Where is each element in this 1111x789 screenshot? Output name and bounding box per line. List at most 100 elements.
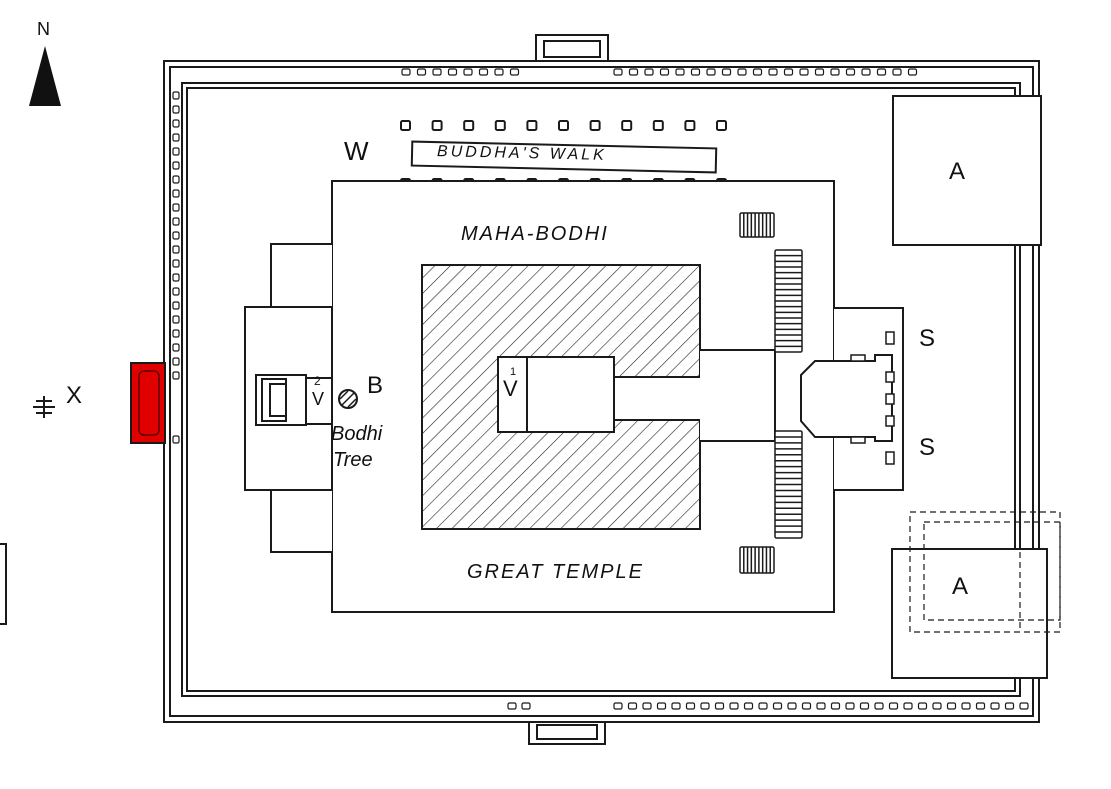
walk-post (431, 120, 443, 131)
building-a-south (891, 511, 1061, 679)
label-w: W (344, 136, 369, 166)
railing-post (903, 702, 913, 710)
temple-stairs (739, 212, 803, 574)
railing-post (830, 702, 841, 710)
label-b: B (367, 372, 384, 399)
railing-post (783, 68, 794, 76)
railing-post (172, 161, 180, 170)
label-bodhi-tree-line2: Tree (333, 449, 373, 471)
walk-post (558, 120, 569, 131)
railing-post (700, 702, 710, 710)
buddhas-walk-platform (410, 140, 718, 174)
railing-post (961, 702, 971, 710)
railing-post (172, 217, 180, 226)
railing-post (845, 702, 855, 710)
walk-post (400, 120, 411, 131)
railing-post (642, 702, 652, 710)
highlighted-west-gate (130, 362, 166, 444)
railing-posts (172, 68, 1029, 710)
railing-post (1019, 702, 1029, 710)
railing-post (478, 68, 489, 76)
railing-post (432, 68, 442, 76)
walk-post (716, 120, 727, 131)
label-v2-number: 2 (314, 374, 321, 388)
railing-post (659, 68, 670, 76)
walk-post (526, 120, 538, 131)
railing-post (859, 702, 870, 710)
railing-post (729, 702, 739, 710)
edge-fragment (0, 543, 7, 625)
railing-post (685, 702, 696, 710)
railing-post (946, 702, 957, 710)
railing-post (816, 702, 826, 710)
railing-post (172, 301, 180, 310)
railing-post (172, 147, 180, 156)
railing-post (752, 68, 763, 76)
railing-post (172, 189, 180, 198)
railing-post (758, 702, 768, 710)
railing-post (172, 315, 180, 324)
railing-post (876, 68, 887, 76)
railing-post (830, 68, 840, 76)
railing-post (644, 68, 654, 76)
south-gate (528, 721, 606, 745)
railing-post (172, 259, 180, 268)
railing-post (975, 702, 986, 710)
railing-post (799, 68, 809, 76)
railing-post (845, 68, 856, 76)
railing-post (892, 68, 902, 76)
label-great-temple: GREAT TEMPLE (467, 561, 644, 583)
label-maha-bodhi: MAHA-BODHI (461, 223, 609, 245)
railing-post (507, 702, 517, 710)
sanctum (497, 356, 703, 433)
railing-post (172, 175, 180, 184)
railing-post (917, 702, 928, 710)
railing-post (509, 68, 520, 76)
railing-post (401, 68, 411, 76)
railing-post (990, 702, 1000, 710)
railing-post (172, 105, 180, 114)
railing-post (172, 287, 180, 296)
railing-post (787, 702, 797, 710)
label-x: X (66, 382, 83, 409)
label-s-south: S (919, 434, 936, 461)
railing-post (861, 68, 871, 76)
compass-letter: N (37, 19, 50, 39)
railing-post (737, 68, 747, 76)
railing-post (814, 68, 825, 76)
railing-post (613, 68, 623, 76)
railing-post (627, 702, 638, 710)
label-v2: V (312, 389, 325, 409)
railing-post (172, 203, 180, 212)
walk-post (463, 120, 475, 131)
label-s-north: S (919, 325, 936, 352)
railing-post (743, 702, 754, 710)
railing-post (907, 68, 918, 76)
bodhi-tree-icon (338, 389, 358, 409)
label-v1: V (503, 376, 518, 401)
walk-post (684, 120, 696, 131)
railing-post (172, 357, 180, 366)
label-a-south: A (952, 573, 969, 600)
railing-post (888, 702, 899, 710)
railing-post (172, 273, 180, 282)
walk-post (494, 120, 506, 131)
north-arrow-icon (29, 46, 61, 106)
railing-post (656, 702, 667, 710)
railing-post (463, 68, 473, 76)
label-bodhi-tree-line1: Bodhi (331, 423, 383, 445)
railing-post (172, 329, 180, 338)
railing-post (172, 119, 180, 128)
label-a-north: A (949, 158, 966, 185)
railing-post (172, 371, 180, 380)
east-porch (700, 307, 904, 491)
railing-post (675, 68, 685, 76)
railing-post (690, 68, 701, 76)
railing-post (521, 702, 531, 710)
railing-post (172, 133, 180, 142)
railing-post (447, 68, 458, 76)
railing-post (494, 68, 504, 76)
stair-block (739, 546, 775, 574)
railing-post (801, 702, 812, 710)
railing-post (714, 702, 725, 710)
